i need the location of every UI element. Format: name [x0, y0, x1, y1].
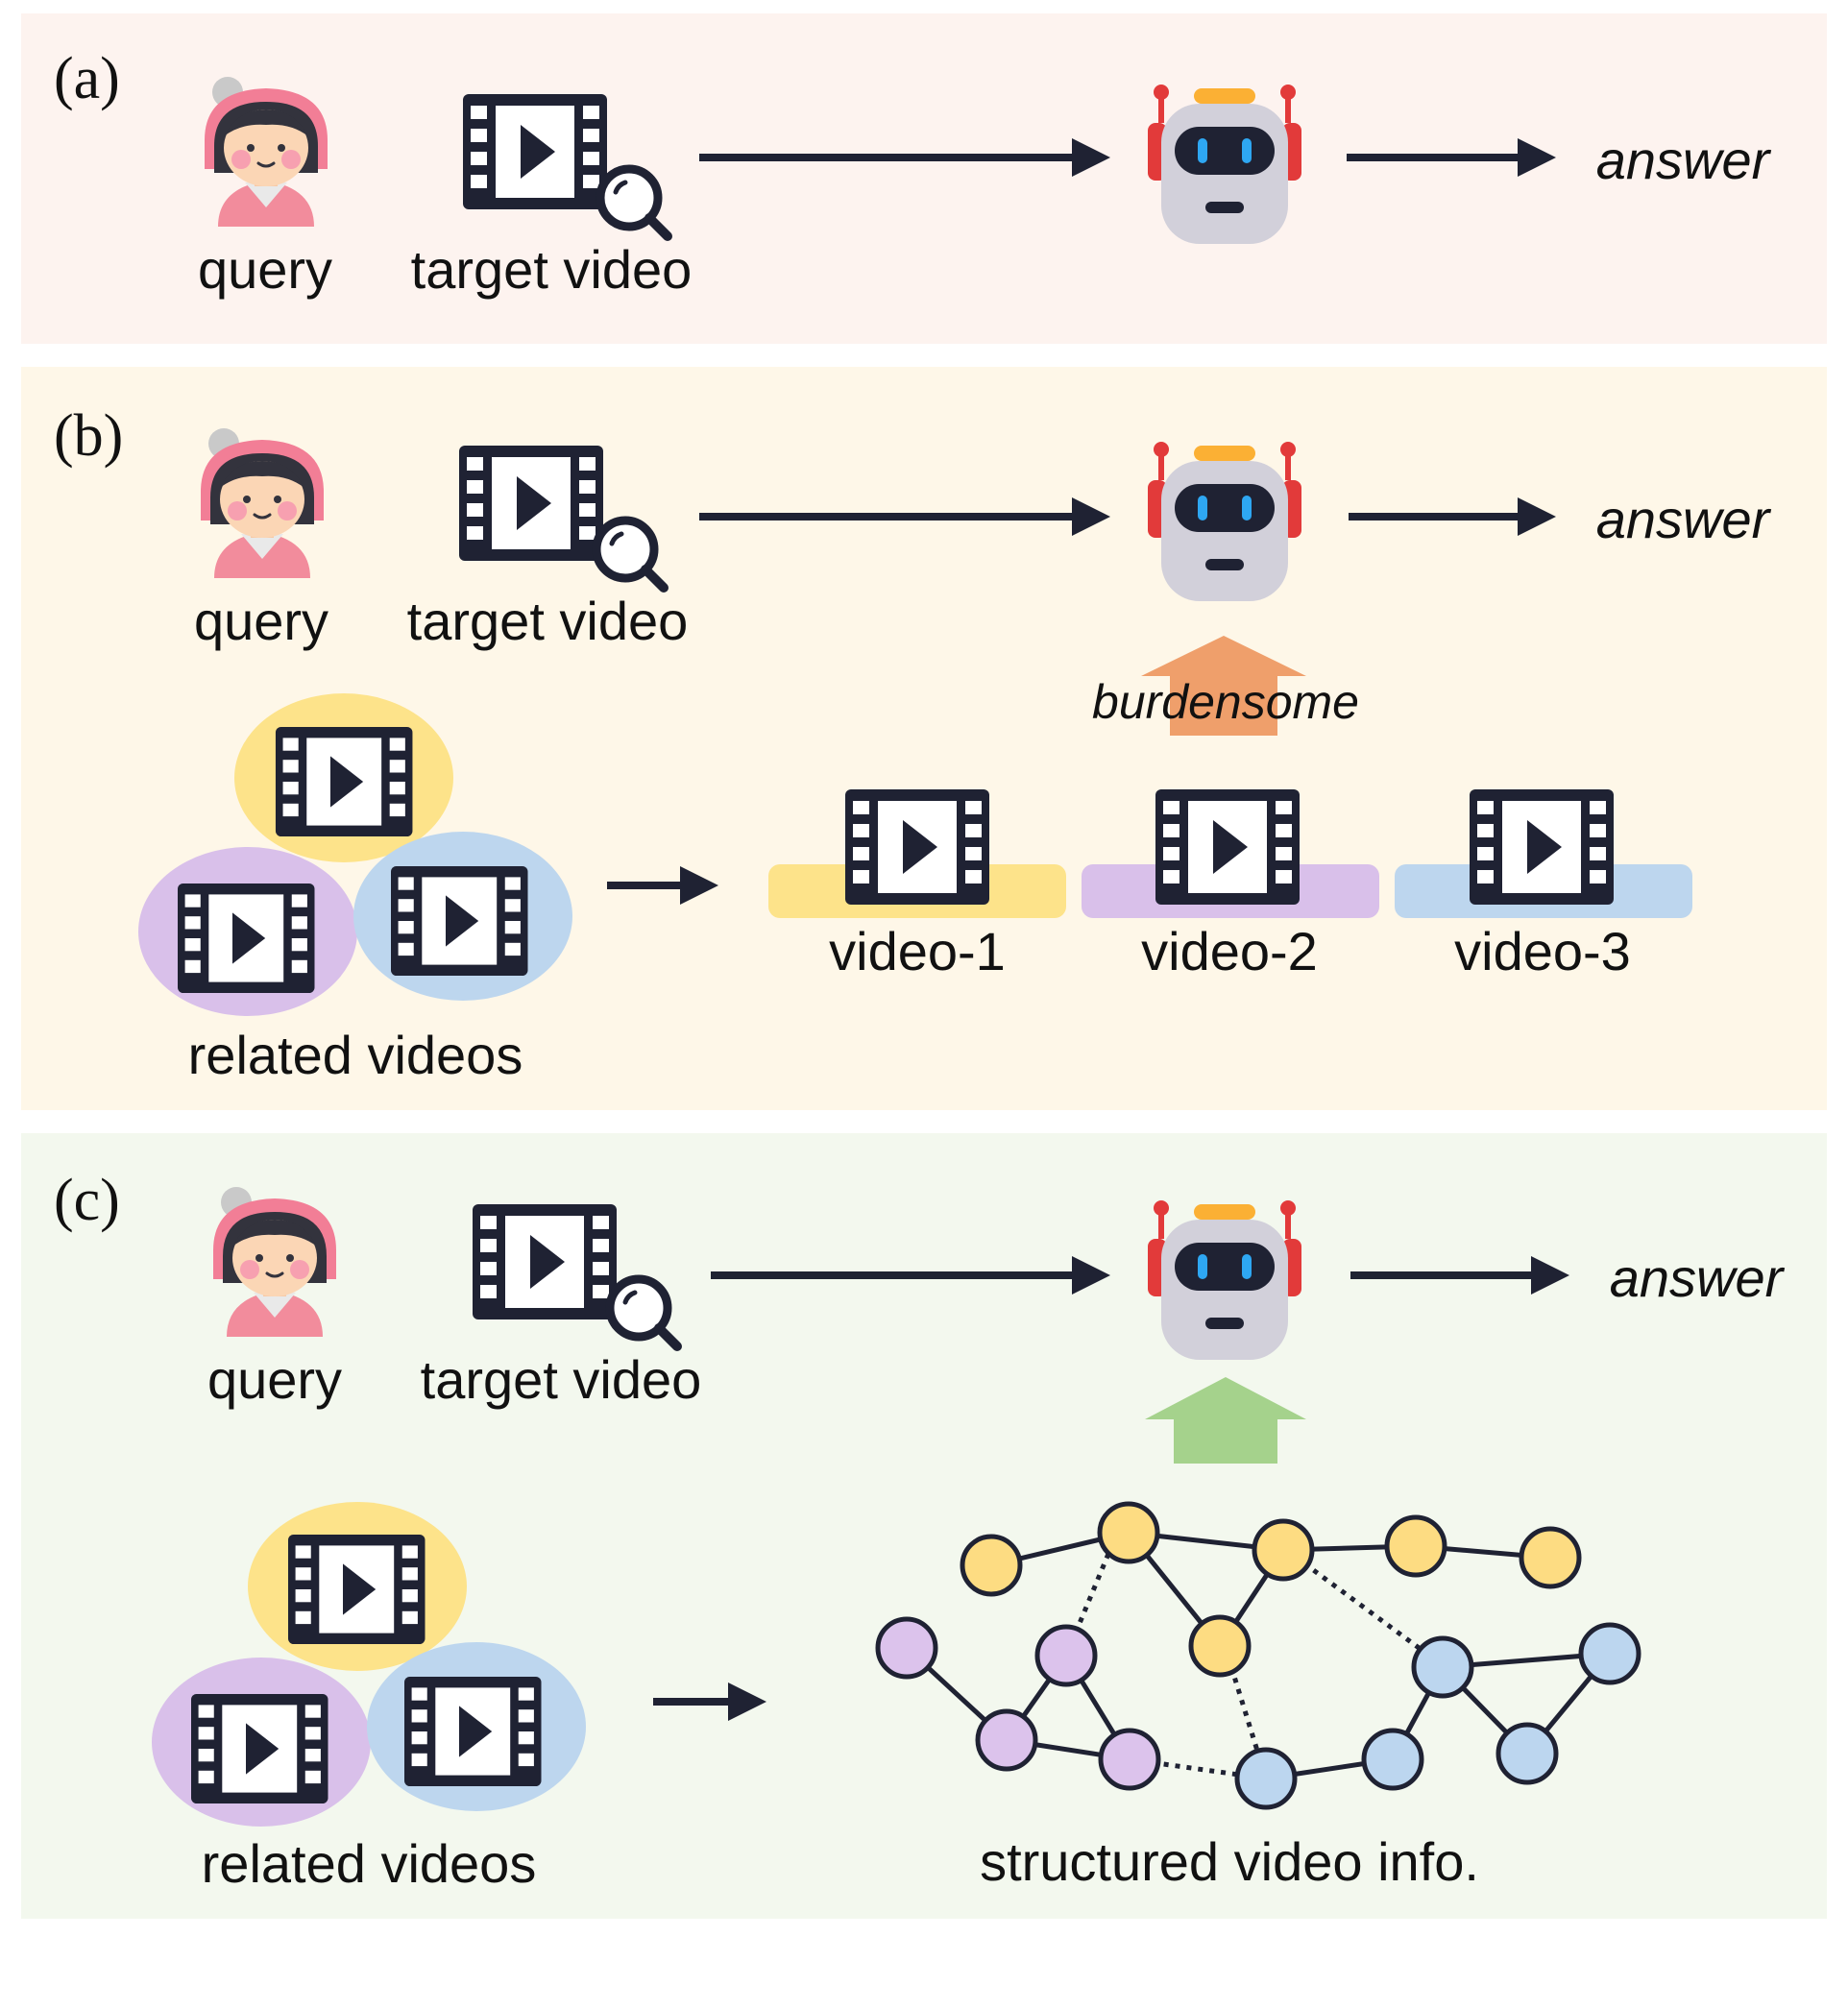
graph-dotted-edge — [1228, 1666, 1269, 1779]
answer-label: answer — [1596, 130, 1772, 190]
film-video-icon — [275, 727, 413, 836]
panel-a: (a) query target video answer — [21, 13, 1827, 344]
graph-node-yellow — [1519, 1526, 1582, 1589]
graph-node-purple — [1034, 1624, 1098, 1687]
video-3-label: video-3 — [1454, 921, 1631, 981]
graph-node-blue — [1234, 1747, 1298, 1810]
structured-video-graph — [875, 1501, 1641, 1810]
panel-b: (b) query target video answer burdensome… — [21, 367, 1827, 1110]
film-video-icon — [191, 1694, 328, 1803]
film-video-icon — [1470, 789, 1614, 905]
graph-node-yellow — [960, 1534, 1023, 1597]
structured-up-arrow — [1145, 1377, 1306, 1464]
graph-node-yellow — [1097, 1501, 1160, 1564]
video-1-label: video-1 — [829, 921, 1006, 981]
related-videos-label: related videos — [202, 1833, 537, 1894]
graph-node-blue — [1361, 1728, 1424, 1791]
target-video-label: target video — [407, 591, 689, 651]
panel-c-tag: (c) — [54, 1168, 120, 1233]
graph-node-yellow — [1188, 1614, 1252, 1678]
answer-label: answer — [1610, 1247, 1786, 1308]
graph-node-yellow — [1384, 1514, 1447, 1578]
related-videos-label: related videos — [188, 1025, 523, 1085]
film-video-icon — [1155, 789, 1300, 905]
structured-video-info-label: structured video info. — [980, 1831, 1479, 1892]
film-video-icon — [404, 1677, 542, 1786]
graph-nodes — [875, 1501, 1641, 1810]
graph-node-purple — [875, 1616, 938, 1680]
query-label: query — [198, 239, 332, 300]
graph-node-purple — [975, 1708, 1038, 1772]
panel-a-tag: (a) — [54, 46, 120, 111]
graph-dotted-edge — [1302, 1561, 1423, 1653]
film-video-icon — [178, 883, 315, 993]
graph-dotted-edges — [1063, 1553, 1423, 1781]
graph-node-blue — [1578, 1622, 1641, 1685]
film-video-icon — [463, 94, 607, 209]
video-2-label: video-2 — [1141, 921, 1318, 981]
film-video-icon — [845, 789, 989, 905]
target-video-label: target video — [411, 239, 693, 300]
panel-c: (c) query target video answer related vi… — [21, 1133, 1827, 1919]
query-label: query — [194, 591, 328, 651]
target-video-label: target video — [421, 1349, 702, 1410]
graph-node-blue — [1411, 1635, 1474, 1699]
film-video-icon — [288, 1535, 426, 1644]
film-video-icon — [391, 866, 528, 976]
burdensome-label: burdensome — [1092, 675, 1359, 729]
burdensome-up-arrow — [1141, 636, 1306, 736]
film-video-icon — [459, 446, 603, 561]
query-label: query — [207, 1349, 342, 1410]
panel-a-background — [21, 13, 1827, 344]
graph-node-purple — [1098, 1728, 1161, 1791]
graph-node-yellow — [1252, 1518, 1315, 1582]
panel-b-tag: (b) — [54, 403, 123, 469]
graph-node-blue — [1495, 1722, 1559, 1785]
answer-label: answer — [1596, 489, 1772, 549]
film-video-icon — [473, 1204, 617, 1319]
